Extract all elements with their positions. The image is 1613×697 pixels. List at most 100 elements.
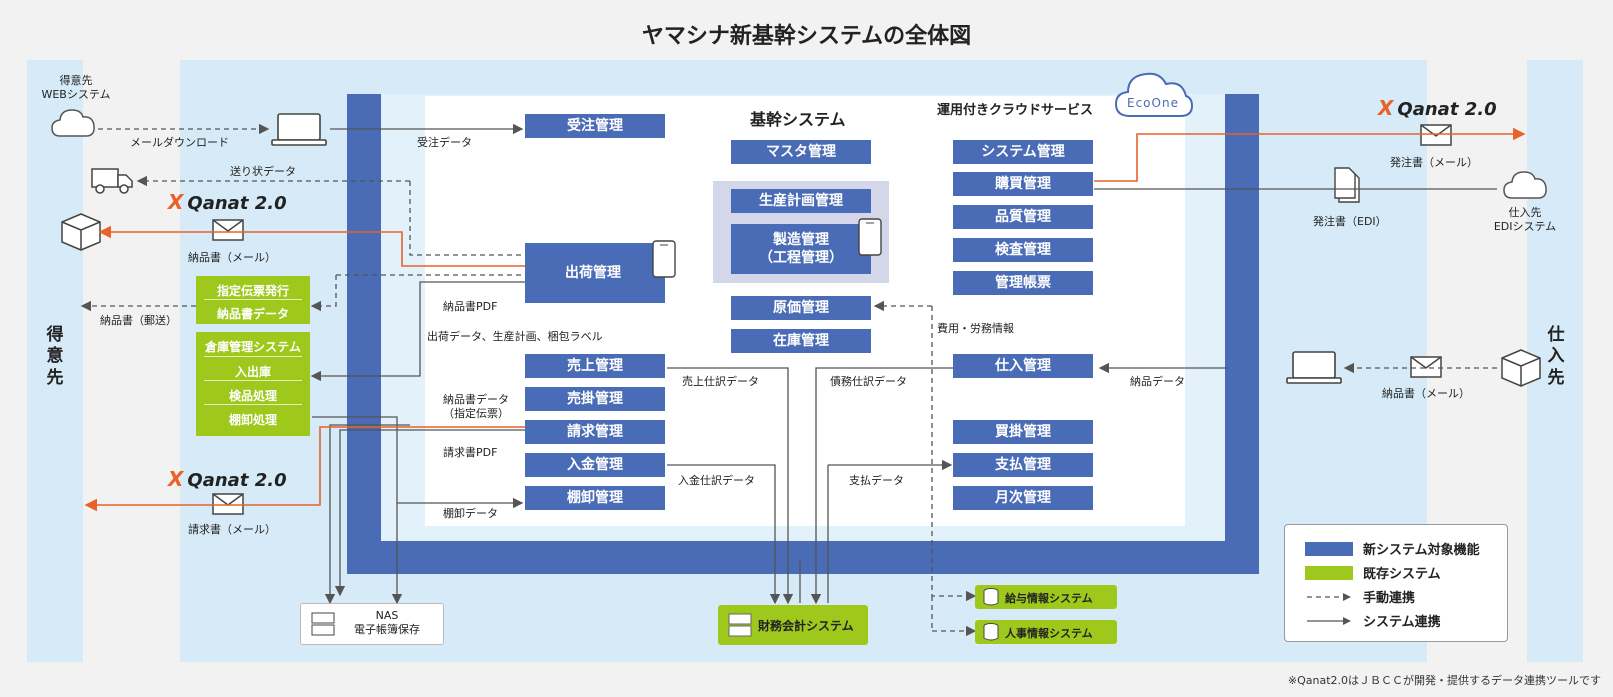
module-master[interactable]: マスタ管理 <box>731 140 871 164</box>
label-shukka-data: 出荷データ、生産計画、梱包ラベル <box>427 330 603 343</box>
label-nohinsho-pdf: 納品書PDF <box>443 300 498 313</box>
separator <box>204 299 302 300</box>
nas-label: NAS 電子帳簿保存 <box>354 609 420 637</box>
module-seizou[interactable]: 製造管理 （工程管理） <box>731 224 871 274</box>
label-nohin-data-right: 納品データ <box>1130 375 1185 388</box>
module-uriage[interactable]: 売上管理 <box>525 354 665 378</box>
jinji-label: 人事情報システム <box>1005 627 1093 640</box>
dashed-arrow-icon <box>1307 592 1351 601</box>
separator <box>204 380 302 381</box>
label-tanaoroshi-data: 棚卸データ <box>443 507 498 520</box>
label-seikyusho-mail: 請求書（メール） <box>188 523 276 536</box>
kyuyo-system: 給与情報システム <box>975 585 1117 609</box>
core-system-title: 基幹システム <box>750 110 846 129</box>
document-icon <box>1334 167 1360 203</box>
zaimu-kaikei-system: 財務会計システム <box>718 605 868 645</box>
legend: 新システム対象機能 既存システム 手動連携 システム連携 <box>1284 524 1508 642</box>
server-icon <box>728 613 752 637</box>
footnote: ※Qanat2.0はＪＢＣＣが開発・提供するデータ連携ツールです <box>1287 674 1601 687</box>
box-icon <box>61 213 101 251</box>
customer-zone <box>27 60 83 662</box>
label-nohinsho-mail-right: 納品書（メール） <box>1382 387 1470 400</box>
database-icon <box>983 588 999 606</box>
nyushukko: 入出庫 <box>234 365 271 379</box>
module-seisan[interactable]: 生産計画管理 <box>731 189 871 213</box>
label-hiyo-romu: 費用・労務情報 <box>937 322 1014 335</box>
label-hacchusho-edi: 発注書（EDI） <box>1313 215 1387 228</box>
label-shiharai-data: 支払データ <box>849 474 904 487</box>
label-nyukin-shiwake: 入金仕訳データ <box>678 474 755 487</box>
separator <box>204 356 302 357</box>
nas-storage: NAS 電子帳簿保存 <box>300 603 444 645</box>
envelope-icon <box>212 219 244 241</box>
label-hacchusho-mail: 発注書（メール） <box>1390 156 1478 169</box>
envelope-icon <box>1410 356 1442 378</box>
shitei-denpyo-hakko: 指定伝票発行 <box>216 284 289 298</box>
supplier-label: 仕入先 <box>1547 325 1565 388</box>
smartphone-icon <box>858 218 882 256</box>
label-nohinsho-mail-left: 納品書（メール） <box>188 251 276 264</box>
module-shiharai[interactable]: 支払管理 <box>953 453 1093 477</box>
laptop-icon <box>1286 351 1342 384</box>
module-nyukin[interactable]: 入金管理 <box>525 453 665 477</box>
kenpin-shori: 検品処理 <box>228 389 277 403</box>
label-uriage-shiwake: 売上仕訳データ <box>682 375 759 388</box>
nohinsho-data: 納品書データ <box>216 307 289 321</box>
truck-icon <box>91 168 133 194</box>
label-mail-download: メールダウンロード <box>130 136 229 149</box>
label-okurijo-data: 送り状データ <box>230 165 296 178</box>
shitei-denpyo-group: 指定伝票発行 納品書データ <box>196 276 310 324</box>
soko-kanri-system: 倉庫管理システム <box>205 340 301 354</box>
module-zaiko[interactable]: 在庫管理 <box>731 329 871 353</box>
page-title: ヤマシナ新基幹システムの全体図 <box>641 24 972 49</box>
legend-new-system: 新システム対象機能 <box>1305 539 1480 558</box>
module-kanri-chohyo[interactable]: 管理帳票 <box>953 271 1093 295</box>
database-icon <box>983 623 999 641</box>
module-juchu[interactable]: 受注管理 <box>525 114 665 138</box>
soko-kanri-group: 倉庫管理システム 入出庫 検品処理 棚卸処理 <box>196 332 310 436</box>
smartphone-icon <box>652 240 676 278</box>
module-genka[interactable]: 原価管理 <box>731 296 871 320</box>
label-nohinsho-yuso: 納品書（郵送） <box>100 314 177 327</box>
supplier-edi-cloud-icon <box>1503 171 1547 199</box>
module-kobai[interactable]: 購買管理 <box>953 172 1093 196</box>
jinji-system: 人事情報システム <box>975 620 1117 644</box>
cloud-service-title: 運用付きクラウドサービス <box>937 103 1094 118</box>
envelope-icon <box>1420 124 1452 146</box>
kyuyo-label: 給与情報システム <box>1005 592 1093 605</box>
module-urikake[interactable]: 売掛管理 <box>525 387 665 411</box>
module-hinshitsu[interactable]: 品質管理 <box>953 205 1093 229</box>
ecoone-cloud-icon <box>1114 72 1194 117</box>
label-nohinsho-data: 納品書データ （指定伝票） <box>443 393 509 421</box>
legend-system-link: システム連携 <box>1305 611 1441 630</box>
module-seikyu[interactable]: 請求管理 <box>525 420 665 444</box>
tanaoroshi-shori: 棚卸処理 <box>228 413 277 427</box>
module-getsuji[interactable]: 月次管理 <box>953 486 1093 510</box>
legend-manual-link: 手動連携 <box>1305 587 1415 606</box>
laptop-icon <box>271 113 327 146</box>
label-juchu-data: 受注データ <box>417 136 472 149</box>
customer-web-cloud-icon <box>51 109 95 137</box>
module-shiire[interactable]: 仕入管理 <box>953 354 1093 378</box>
separator <box>204 404 302 405</box>
module-tanaoroshi[interactable]: 棚卸管理 <box>525 486 665 510</box>
solid-arrow-icon <box>1307 616 1351 625</box>
module-shukka[interactable]: 出荷管理 <box>525 243 665 303</box>
module-kaikake[interactable]: 買掛管理 <box>953 420 1093 444</box>
module-kensa[interactable]: 検査管理 <box>953 238 1093 262</box>
server-icon <box>311 612 335 636</box>
ecoone-logo: EcoOne <box>1127 96 1179 110</box>
label-seikyusho-pdf: 請求書PDF <box>443 446 498 459</box>
module-system[interactable]: システム管理 <box>953 140 1093 164</box>
box-icon <box>1501 349 1541 387</box>
legend-existing-system: 既存システム <box>1305 563 1441 582</box>
zaimu-label: 財務会計システム <box>758 619 854 633</box>
customer-label: 得意先 <box>46 325 64 388</box>
label-saimu-shiwake: 債務仕訳データ <box>830 375 907 388</box>
